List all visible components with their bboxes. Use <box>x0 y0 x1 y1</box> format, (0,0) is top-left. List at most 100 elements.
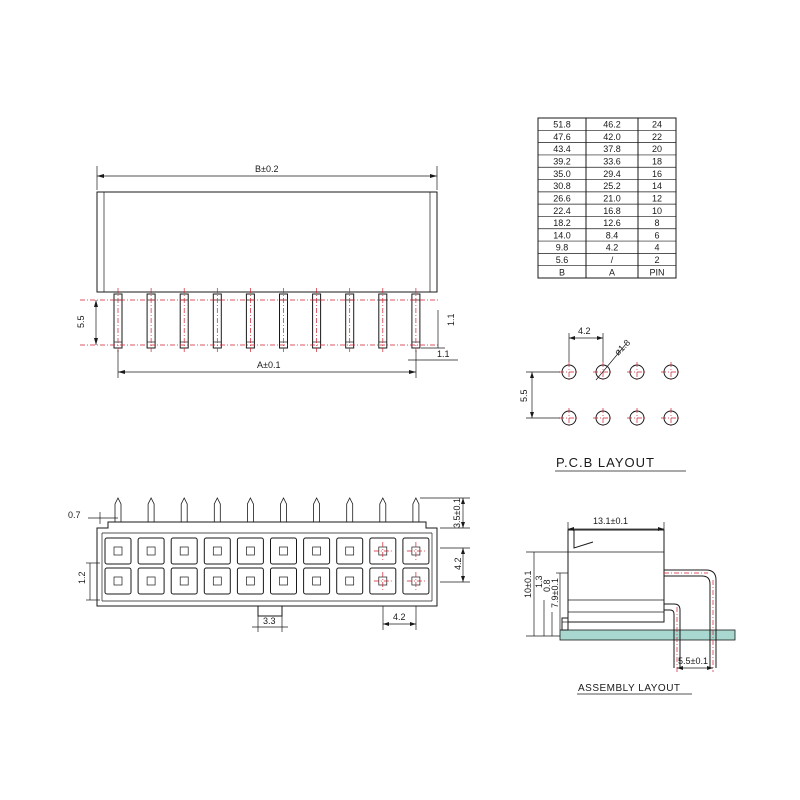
front-cavity <box>402 567 430 595</box>
front-cavity <box>402 537 430 565</box>
assembly-layout: 13.1±0.1 10±0.1 1.3 0.8 7.9±0.1 5.5±0.1 … <box>523 516 736 695</box>
front-cavity <box>170 567 198 595</box>
front-pin <box>213 497 221 522</box>
dim-1-3: 1.3 <box>534 575 544 588</box>
assembly-pin-lower <box>664 603 681 668</box>
front-cavity <box>270 537 297 565</box>
front-cavity <box>203 537 231 565</box>
pcb-layout-title: P.C.B LAYOUT <box>556 455 655 470</box>
table-cell: 22 <box>652 132 662 142</box>
dim-13-1: 13.1±0.1 <box>593 516 628 526</box>
front-cavity <box>369 537 397 565</box>
table-cell: 25.2 <box>603 181 621 191</box>
front-cavity <box>303 567 331 595</box>
top-pins <box>113 288 421 352</box>
front-peg <box>257 605 283 617</box>
table-cell: 33.6 <box>603 157 621 167</box>
table-cell: 37.8 <box>603 144 621 154</box>
table-cell: 42.0 <box>603 132 621 142</box>
front-pin <box>180 497 188 522</box>
table-cell: 18 <box>652 157 662 167</box>
table-header-cell: B <box>559 267 565 277</box>
table-cell: 24 <box>652 120 662 130</box>
table-cell: 35.0 <box>553 169 571 179</box>
front-cavity <box>336 537 364 565</box>
assembly-pin-upper <box>664 569 717 668</box>
front-cavity <box>303 537 331 565</box>
table-cell: 12 <box>652 193 662 203</box>
dim-b-label: B±0.2 <box>255 164 278 174</box>
front-housing <box>96 521 438 607</box>
front-pin <box>280 497 287 522</box>
front-cavity <box>236 537 264 565</box>
table-header-cell: PIN <box>649 267 664 277</box>
dim-3-3: 3.3 <box>263 616 276 626</box>
front-cavity <box>137 537 165 565</box>
front-pin <box>247 497 254 522</box>
table-cell: 43.4 <box>553 144 571 154</box>
dim-0-7: 0.7 <box>68 510 81 520</box>
dim-1-1-horizontal: 1.1 <box>437 349 450 359</box>
table-cell: 5.6 <box>556 255 569 265</box>
front-cavity <box>369 567 397 595</box>
pcb-layout: 4.2 ø1.8 5.5 P.C.B LAYOUT <box>519 326 686 472</box>
table-cell: 14 <box>652 181 662 191</box>
front-pin <box>346 497 354 522</box>
front-cavity <box>104 537 132 565</box>
assembly-housing <box>567 529 665 623</box>
dim-10: 10±0.1 <box>523 571 533 598</box>
dim-hole-label: ø1.8 <box>612 338 632 358</box>
table-cell: 8.4 <box>606 230 619 240</box>
table-cell: 26.6 <box>553 193 571 203</box>
table-cell: 21.0 <box>603 193 621 203</box>
housing-body <box>96 191 438 293</box>
table-cell: 9.8 <box>556 243 569 253</box>
table-cell: 8 <box>654 218 659 228</box>
front-cavity <box>203 567 231 595</box>
table-cell: 10 <box>652 206 662 216</box>
table-cell: 46.2 <box>603 120 621 130</box>
table-cell: 4 <box>654 243 659 253</box>
dim-4-2-vertical: 4.2 <box>453 557 463 570</box>
assembly-layout-title: ASSEMBLY LAYOUT <box>578 683 681 694</box>
front-pin <box>412 497 420 522</box>
front-cavity <box>270 567 297 595</box>
dim-5-5-assembly: 5.5±0.1 <box>678 656 708 666</box>
top-view: B±0.2 5.5 1.1 1.1 A±0.1 <box>76 164 458 378</box>
front-pins <box>114 497 420 522</box>
table-cell: 16 <box>652 169 662 179</box>
table-cell: 14.0 <box>553 230 571 240</box>
pcb-holes <box>559 362 681 428</box>
table-cell: 29.4 <box>603 169 621 179</box>
dim-1-1-vertical: 1.1 <box>446 313 456 326</box>
dim-a-label: A±0.1 <box>257 360 280 370</box>
front-pin <box>379 497 387 522</box>
front-pin <box>114 497 122 522</box>
front-view: 0.7 3.5±0.1 4.2 1.2 3.3 4.2 <box>68 497 470 632</box>
front-cavity <box>236 567 264 595</box>
dim-pitch-label: 4.2 <box>578 326 591 336</box>
table-cell: 20 <box>652 144 662 154</box>
table-cell: 16.8 <box>603 206 621 216</box>
front-cavity <box>170 537 198 565</box>
dim-3-5: 3.5±0.1 <box>452 498 462 528</box>
dim-row-label: 5.5 <box>519 389 529 402</box>
table-cell: 2 <box>654 255 659 265</box>
front-cavities <box>104 537 430 595</box>
dim-4-2-horizontal: 4.2 <box>393 612 406 622</box>
table-cell: 39.2 <box>553 157 571 167</box>
dim-5-5-top: 5.5 <box>76 315 86 328</box>
table-cell: 18.2 <box>553 218 571 228</box>
table-cell: 51.8 <box>553 120 571 130</box>
dim-1-2: 1.2 <box>77 571 87 584</box>
pcb-board <box>559 629 736 641</box>
dim-7-9: 7.9±0.1 <box>550 578 560 608</box>
front-cavity <box>137 567 165 595</box>
table-cell: 22.4 <box>553 206 571 216</box>
table-cell: 6 <box>654 230 659 240</box>
table-cell: 30.8 <box>553 181 571 191</box>
front-cavity <box>336 567 364 595</box>
table-header-cell: A <box>609 267 615 277</box>
table-cell: 47.6 <box>553 132 571 142</box>
